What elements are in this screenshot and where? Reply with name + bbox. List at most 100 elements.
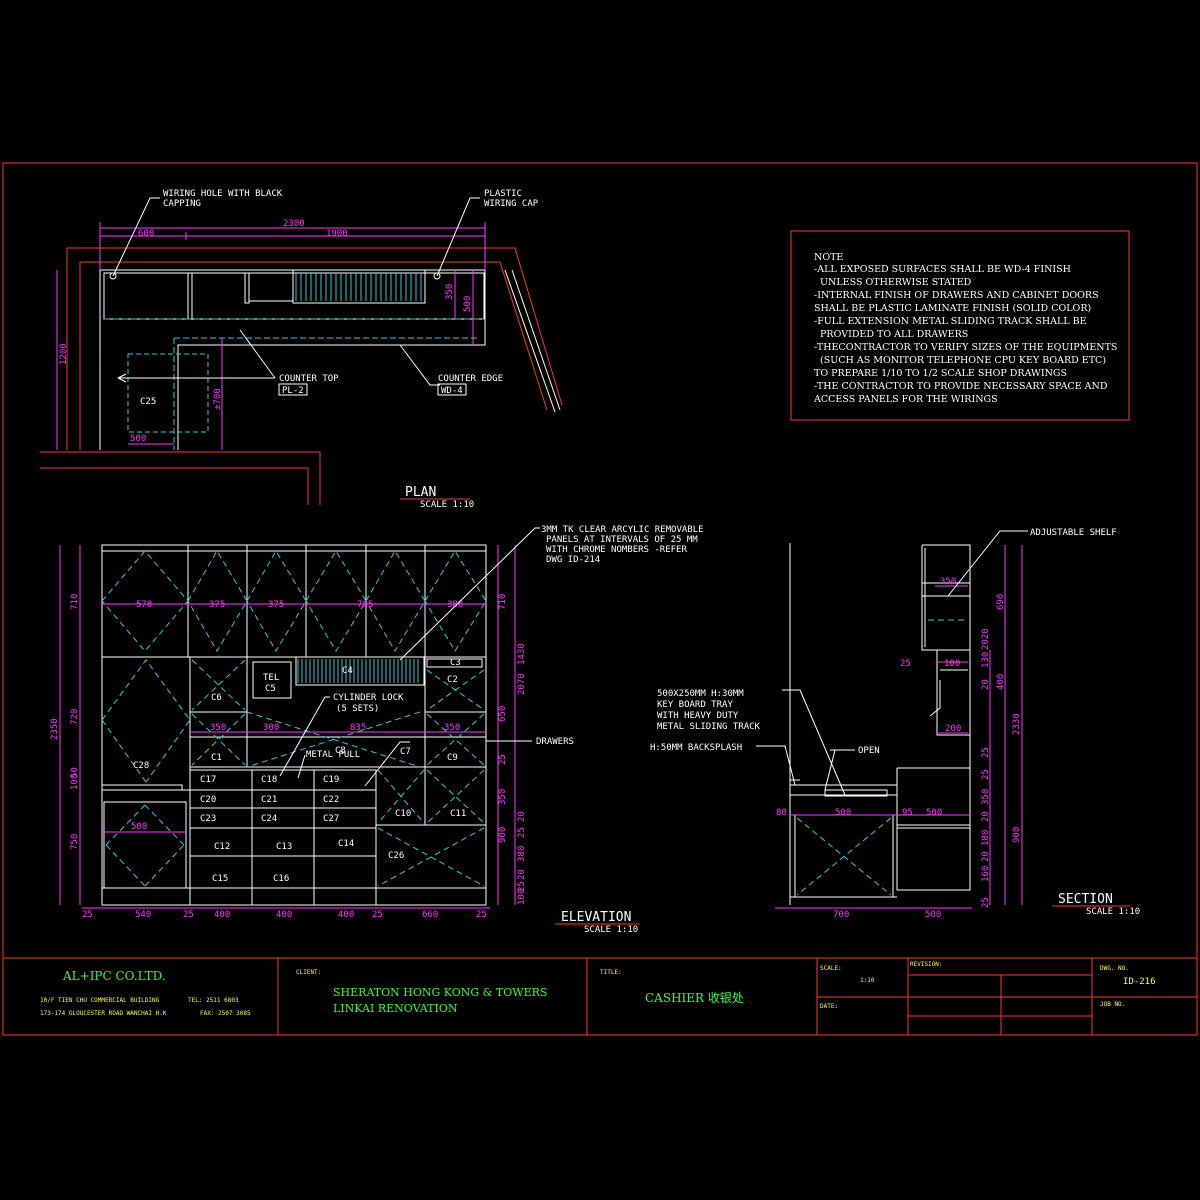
tag-c16: C16 xyxy=(273,874,289,884)
sec-dim-20a: 20 xyxy=(981,679,991,690)
client-name-2: LINKAI RENOVATION xyxy=(333,1002,458,1015)
tag-c27: C27 xyxy=(323,814,339,824)
job-no-label: JOB NO. xyxy=(1100,1001,1125,1008)
elev-dim-left-100: 100 xyxy=(70,774,80,790)
tag-c22: C22 xyxy=(323,795,339,805)
elev-dim-bot-5: 400 xyxy=(338,910,354,920)
sec-callout-open: OPEN xyxy=(858,746,880,756)
plan-callout-counter-edge: COUNTER EDGE xyxy=(438,374,503,384)
tag-c28: C28 xyxy=(133,761,149,771)
elev-dim-top-4: 388 xyxy=(447,600,463,610)
elev-dim-left-2350: 2350 xyxy=(50,718,60,740)
company-fax: FAX: 2507 3085 xyxy=(200,1010,251,1017)
note-line-3: -INTERNAL FINISH OF DRAWERS AND CABINET … xyxy=(814,290,1099,301)
sec-dim-100: 100 xyxy=(944,659,960,669)
plan-scale: SCALE 1:10 xyxy=(420,500,474,510)
tag-c1: C1 xyxy=(211,753,222,763)
elev-dim-bot-3: 400 xyxy=(214,910,230,920)
sec-callout-tray-4: METAL SLIDING TRACK xyxy=(657,722,761,732)
tag-c19: C19 xyxy=(323,775,339,785)
note-line-10: -THE CONTRACTOR TO PROVIDE NECESSARY SPA… xyxy=(814,381,1108,392)
plan-callout-plastic-cap-1: PLASTIC xyxy=(484,189,522,199)
elev-dim-mid-3: 350 xyxy=(444,723,460,733)
note-line-4: SHALL BE PLASTIC LAMINATE FINISH (SOLID … xyxy=(814,303,1091,314)
sec-dim-900: 900 xyxy=(1012,827,1022,843)
plan-view: 2300 600 1900 1200 350 500 500 ±700 C25 … xyxy=(40,189,563,510)
section-scale: SCALE 1:10 xyxy=(1086,907,1140,917)
plan-dim-1900: 1900 xyxy=(326,229,348,239)
sec-dim-2020: 2020 xyxy=(981,628,991,650)
tag-c3: C3 xyxy=(450,658,461,668)
plan-label: PLAN xyxy=(405,485,436,500)
elev-dim-left-710: 710 xyxy=(70,594,80,610)
sec-dim-700: 700 xyxy=(833,910,849,920)
elev-callout-cylinder-lock-1: CYLINDER LOCK xyxy=(333,693,404,703)
elev-dim-right-25b: 25 xyxy=(517,827,527,838)
elev-dim-right-25c: 25 xyxy=(517,881,527,892)
title-block: AL+IPC CO.LTD. 10/F TIEN CHU COMMERCIAL … xyxy=(40,958,1197,1035)
elev-dim-right-900: 900 xyxy=(498,827,508,843)
plan-tag-c25: C25 xyxy=(140,397,156,407)
elev-dim-right-25: 25 xyxy=(498,754,508,765)
sec-callout-tray-3: WITH HEAVY DUTY xyxy=(657,711,739,721)
note-line-8: (SUCH AS MONITOR TELEPHONE CPU KEY BOARD… xyxy=(814,355,1106,366)
plan-dim-600: 600 xyxy=(138,229,154,239)
elev-dim-bot-7: 660 xyxy=(422,910,438,920)
elev-dim-bot-2: 25 xyxy=(183,910,194,920)
tag-c6: C6 xyxy=(211,693,222,703)
title-label: TITLE: xyxy=(600,969,622,976)
sec-callout-backsplash: H:50MM BACKSPLASH xyxy=(650,743,742,753)
plan-callout-counter-top: COUNTER TOP xyxy=(279,374,339,384)
notes-box: NOTE -ALL EXPOSED SURFACES SHALL BE WD-4… xyxy=(790,230,1130,421)
elev-dim-bot-0: 25 xyxy=(82,910,93,920)
client-label: CLIENT: xyxy=(296,969,321,976)
elev-dim-500: 500 xyxy=(131,822,147,832)
plan-callout-wiring-hole-2: CAPPING xyxy=(163,199,201,209)
elev-callout-metal-pull: METAL PULL xyxy=(306,750,360,760)
elev-dim-right-380: 380 xyxy=(517,846,527,862)
scale-label: SCALE: xyxy=(820,965,842,972)
tag-c20: C20 xyxy=(200,795,216,805)
elev-dim-right-1430: 1430 xyxy=(517,643,527,665)
tag-c17: C17 xyxy=(200,775,216,785)
sec-dim-2330: 2330 xyxy=(1012,713,1022,735)
elev-dim-right-650: 650 xyxy=(498,706,508,722)
tag-c11: C11 xyxy=(450,809,466,819)
tag-c9: C9 xyxy=(447,753,458,763)
sec-dim-20c: 20 xyxy=(981,851,991,862)
tag-c23: C23 xyxy=(200,814,216,824)
note-line-11: ACCESS PANELS FOR THE WIRINGS xyxy=(813,394,998,405)
sec-dim-500a: 500 xyxy=(835,808,851,818)
sec-dim-25a: 25 xyxy=(900,659,911,669)
elev-callout-drawers: DRAWERS xyxy=(536,737,574,747)
plan-dim-500b: 500 xyxy=(130,434,146,444)
elev-dim-right-20b: 20 xyxy=(517,869,527,880)
elev-callout-acrylic-3: WITH CHROME NOMBERS -REFER xyxy=(546,545,687,555)
note-line-1: -ALL EXPOSED SURFACES SHALL BE WD-4 FINI… xyxy=(814,264,1071,275)
elev-dim-bot-6: 25 xyxy=(372,910,383,920)
elev-dim-top-0: 578 xyxy=(136,600,152,610)
company-name: AL+IPC CO.LTD. xyxy=(62,969,166,983)
elevation-view: 578 375 375 785 388 350 300 835 350 25 5… xyxy=(50,525,704,935)
sheet-frame xyxy=(2,162,1198,1036)
tag-c12: C12 xyxy=(214,842,230,852)
note-line-6: PROVIDED TO ALL DRAWERS xyxy=(814,329,968,340)
elev-dim-bot-8: 25 xyxy=(476,910,487,920)
tag-c15: C15 xyxy=(212,874,228,884)
tag-c13: C13 xyxy=(276,842,292,852)
plan-callout-plastic-cap-2: WIRING CAP xyxy=(484,199,539,209)
note-line-2: UNLESS OTHERWISE STATED xyxy=(814,277,972,288)
client-name-1: SHERATON HONG KONG & TOWERS xyxy=(333,986,547,999)
company-address-1: 10/F TIEN CHU COMMERCIAL BUILDING xyxy=(40,997,160,1004)
section-view: 350 690 25 100 200 2330 20 130 2020 400 … xyxy=(650,528,1140,920)
sec-dim-400: 400 xyxy=(996,674,1006,690)
elev-dim-left-720: 720 xyxy=(70,709,80,725)
elev-dim-top-3: 785 xyxy=(357,600,373,610)
tag-c4: C4 xyxy=(342,666,353,676)
tag-c10: C10 xyxy=(395,809,411,819)
sec-dim-500b: 500 xyxy=(926,808,942,818)
elev-dim-right-100: 100 xyxy=(517,889,527,905)
elev-callout-cylinder-lock-2: (5 SETS) xyxy=(336,704,379,714)
elev-dim-right-2070: 2070 xyxy=(517,673,527,695)
sec-dim-95: 95 xyxy=(902,808,913,818)
